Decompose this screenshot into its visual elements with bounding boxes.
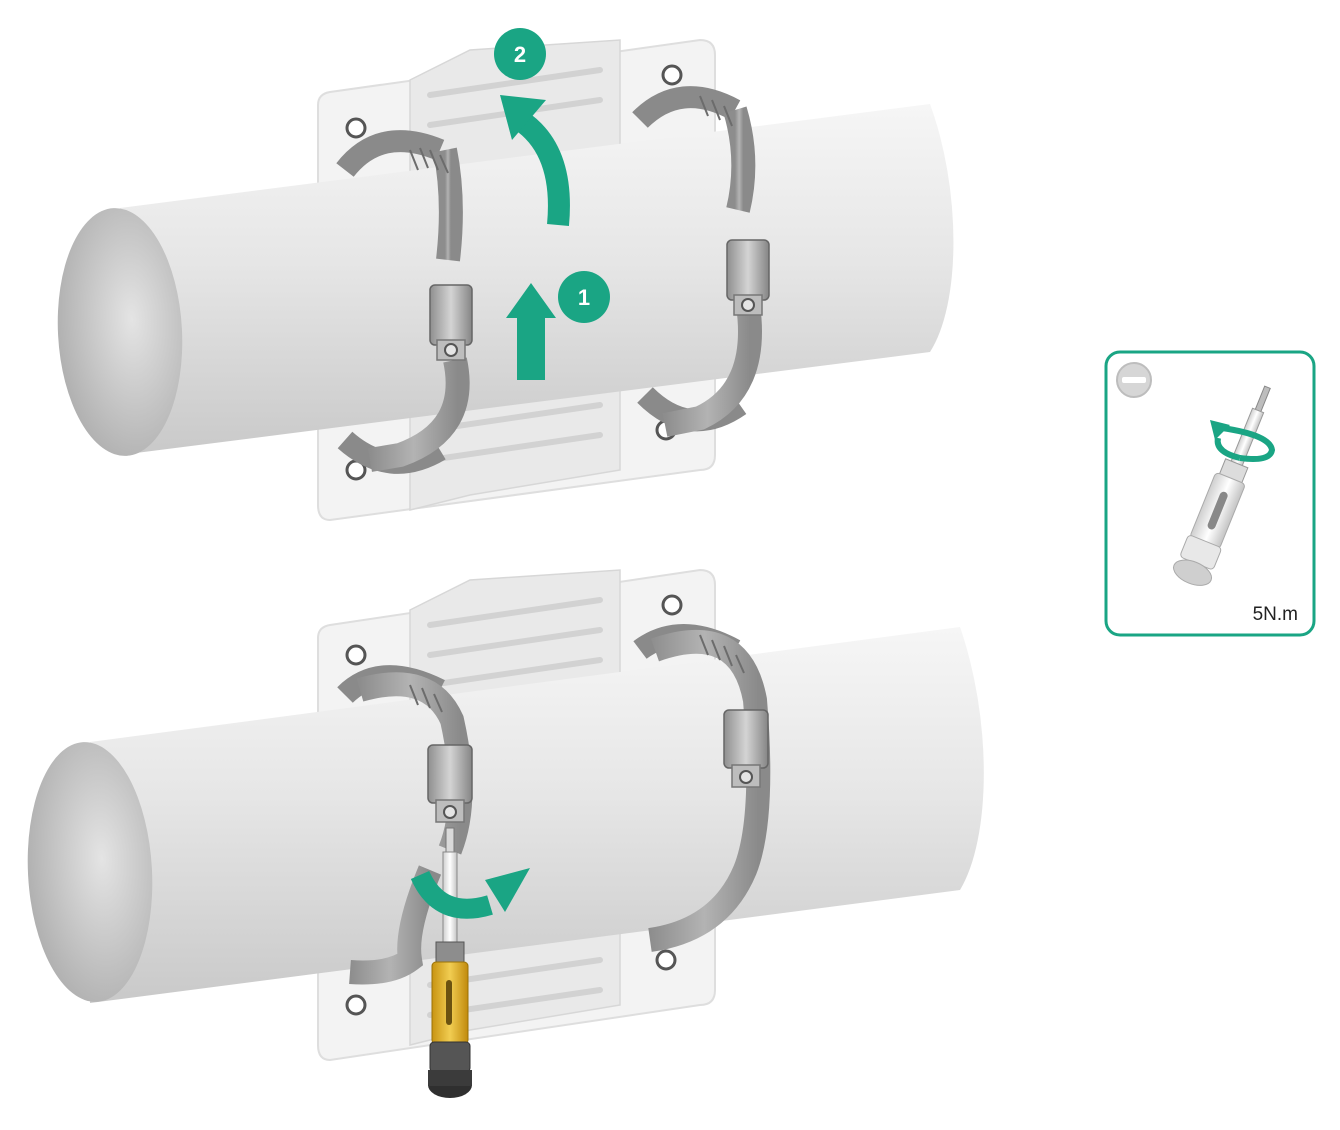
tighten-rotation-arrow [410,868,530,919]
torque-value: 5N.m [1253,604,1298,625]
hose-clamp-top-left [368,147,473,472]
hose-clamp-bottom-left [349,672,473,985]
top-assembly: 1 2 [57,28,954,522]
bottom-assembly [27,568,984,1098]
step-1-label: 1 [578,285,590,310]
step-2-label: 2 [514,42,526,67]
slide-up-arrow [506,283,556,380]
torque-screwdriver-icon [1173,385,1271,586]
step-1-badge: 1 [558,271,610,323]
hose-clamp-bottom-right [648,629,771,952]
step-2-badge: 2 [494,28,546,80]
hose-clamp-top-right [662,95,770,437]
rotate-up-arrow [500,95,570,227]
rotate-arrow-icon [1210,420,1276,462]
torque-spec-panel: 5N.m [1104,350,1316,637]
flat-head-screwdriver-icon [1116,362,1152,398]
screwdriver-in-use [428,827,472,1098]
